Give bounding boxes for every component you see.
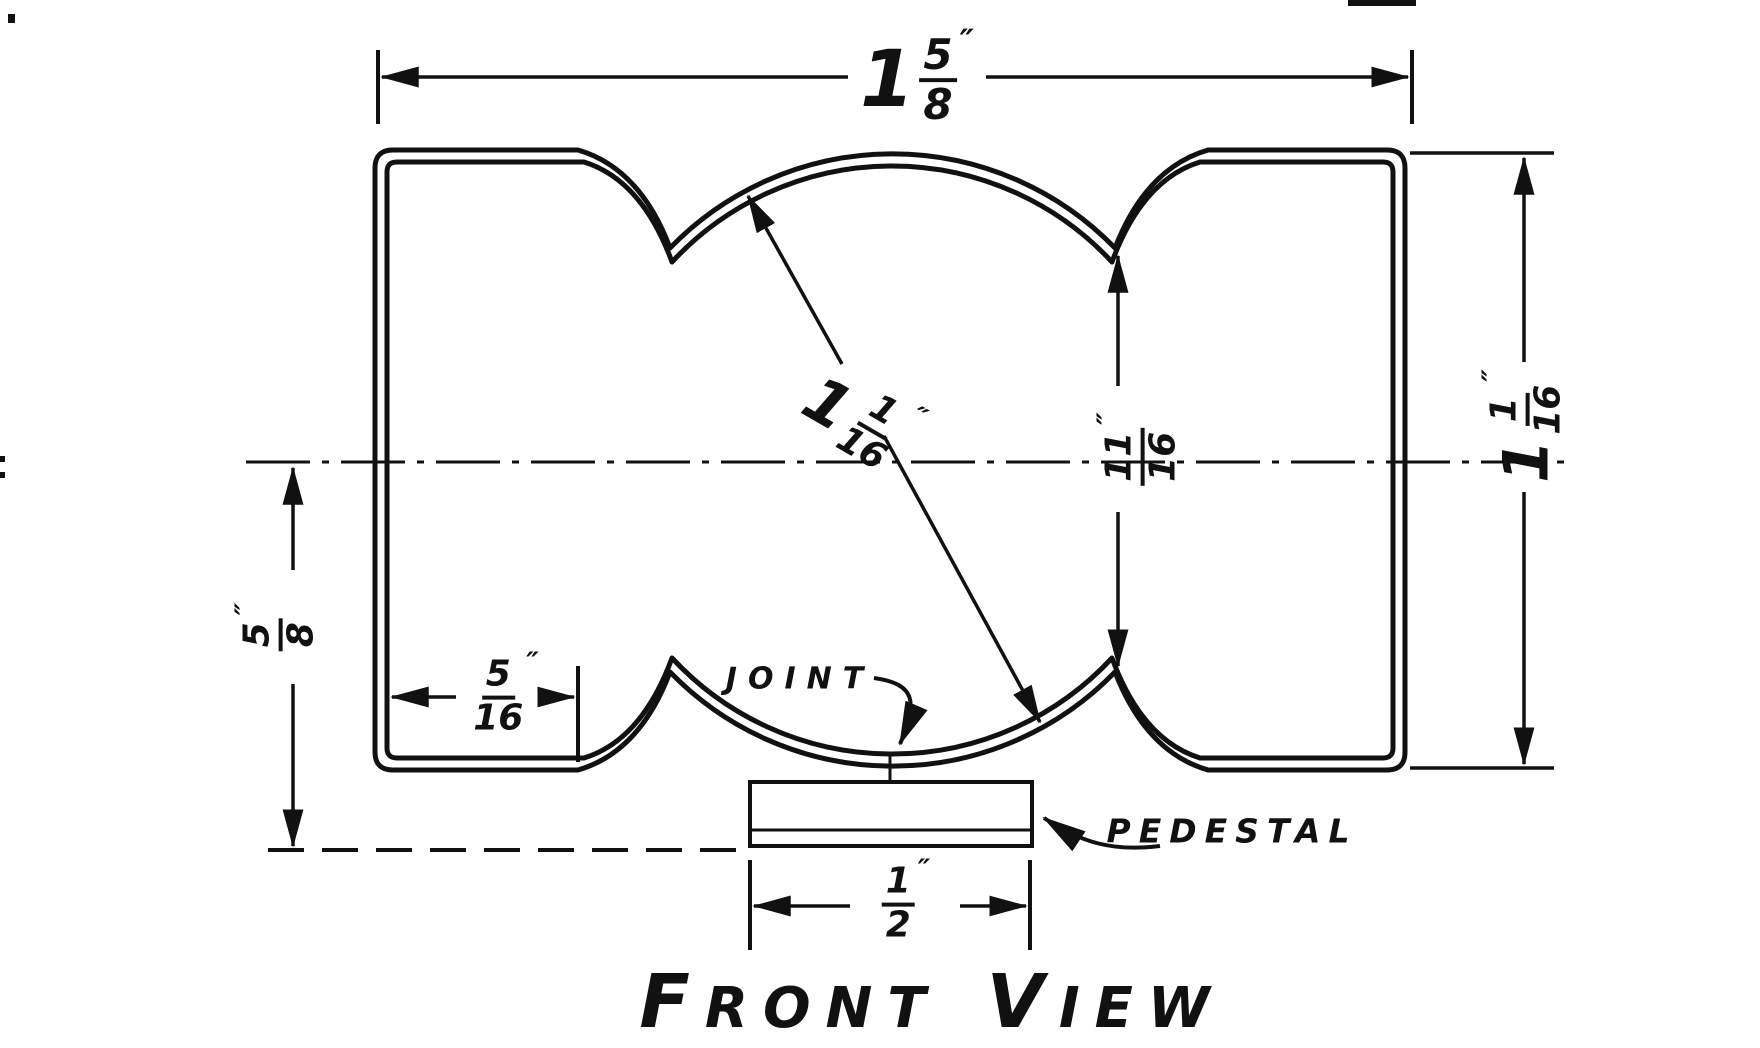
fraction-numerator: 1 [881, 862, 915, 907]
fraction-numerator: 1 [1484, 393, 1530, 427]
ink-speck [0, 456, 5, 462]
view-title: FRONT VIEW [639, 959, 1224, 1045]
inch-mark: ″ [917, 852, 931, 886]
scan-artifacts [0, 0, 1416, 478]
dimension-line [882, 435, 1042, 724]
inch-mark: ″ [1475, 369, 1509, 382]
pedestal-block [748, 780, 1034, 848]
fraction-numerator: 5 [237, 618, 283, 652]
fraction-denominator: 8 [280, 622, 322, 648]
view-title-word: FRONT [639, 959, 941, 1045]
ink-speck [0, 472, 5, 478]
overall-height-dimension [1410, 151, 1554, 770]
pedestal-width-dimension [748, 860, 1032, 950]
dim-whole-number: 1 [860, 35, 915, 125]
inch-mark: ″ [526, 645, 539, 679]
pedestal-leader-arrow [1042, 816, 1161, 852]
dimension-line [746, 194, 844, 365]
field-frame-outer-outline [372, 147, 1408, 773]
ink-speck [8, 14, 15, 23]
inch-mark: ″ [1090, 412, 1124, 425]
joint-leader-arrow [873, 676, 928, 746]
side-width-dimension [390, 666, 580, 762]
inch-mark: ″ [228, 602, 262, 616]
fraction-numerator: 11 [1099, 427, 1145, 486]
view-title-word: VIEW [986, 959, 1225, 1045]
fraction-denominator: 2 [885, 904, 911, 946]
fraction-denominator: 16 [1142, 431, 1184, 482]
joint-annotation: JOINT [725, 661, 875, 697]
inch-mark: ″ [959, 22, 974, 61]
fraction-numerator: 5 [919, 32, 957, 83]
field-frame-inner-outline [384, 159, 1396, 761]
dim-whole-number: 1 [1490, 439, 1563, 483]
bore-diameter-dimension [746, 194, 1042, 724]
fraction-numerator: 5 [481, 655, 515, 700]
pedestal-annotation: PEDESTAL [1106, 811, 1358, 851]
fraction-denominator: 16 [473, 697, 524, 739]
fraction-denominator: 8 [923, 80, 953, 130]
fraction-denominator: 16 [1527, 384, 1569, 435]
overall-width-dimension [376, 50, 1414, 124]
scan-artifact [1348, 0, 1416, 6]
